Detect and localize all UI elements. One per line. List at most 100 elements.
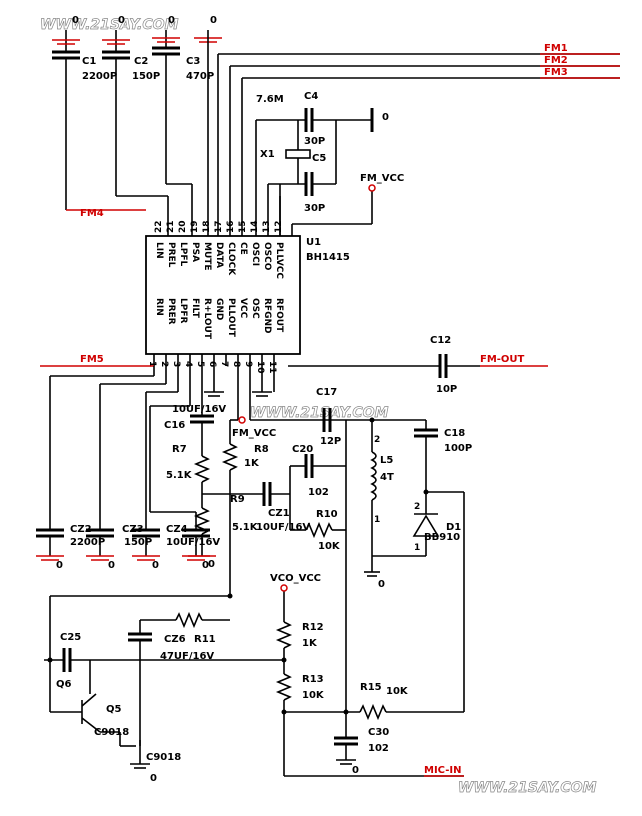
l5-pin-1: 1 bbox=[374, 515, 380, 525]
vco-vcc-terminal bbox=[280, 584, 288, 592]
ic-pin-name: DATA bbox=[214, 242, 224, 268]
net-mic-in: MIC-IN bbox=[424, 765, 461, 776]
c16-value: 10UF/16V bbox=[172, 404, 226, 415]
cz1-ref: CZ1 bbox=[268, 508, 290, 519]
ic-u1-ref: U1 bbox=[306, 237, 321, 248]
r8-value: 1K bbox=[244, 458, 260, 469]
net-fm3: FM3 bbox=[544, 67, 568, 78]
c3-ref: C3 bbox=[186, 56, 200, 67]
c1-value: 2200P bbox=[82, 71, 117, 82]
ic-pin-number: 8 bbox=[231, 361, 241, 367]
ground-label: 0 bbox=[72, 15, 79, 26]
r15-ref: R15 bbox=[360, 682, 382, 693]
c1-ref: C1 bbox=[82, 56, 96, 67]
capacitor-c1 bbox=[52, 30, 146, 211]
ic-pin-name: PLLVCC bbox=[274, 242, 284, 279]
ic-pin-name: CE bbox=[238, 242, 248, 255]
x1-value: 7.6M bbox=[256, 94, 284, 105]
ic-pin-name: OSCO bbox=[262, 242, 272, 271]
ic-bottom-pins: RIN1PRER2LPFR3FILT4R+LOUT5GND6PLLOUT7VCC… bbox=[147, 298, 284, 374]
ic-pin-number: 18 bbox=[202, 220, 212, 233]
r11-ref: R11 bbox=[194, 634, 216, 645]
ic-pin-name: R+LOUT bbox=[202, 298, 212, 340]
ic-pin-number: 20 bbox=[178, 220, 188, 233]
ic-pin-name: OSC bbox=[250, 298, 260, 319]
net-fm-vcc-top: FM_VCC bbox=[360, 173, 404, 184]
c12-ref: C12 bbox=[430, 335, 451, 346]
ground-label: 0 bbox=[378, 579, 385, 590]
ic-pin-name: RFOUT bbox=[274, 298, 284, 333]
ic-pin-name: CLOCK bbox=[226, 242, 236, 276]
ic-pin-number: 16 bbox=[226, 220, 236, 233]
cz4-value: 10UF/16V bbox=[166, 537, 220, 548]
ic-pin-name: RIN bbox=[154, 298, 164, 316]
d1-value: BB910 bbox=[424, 532, 460, 543]
ic-pin-name: GND bbox=[214, 298, 224, 320]
r10-value: 10K bbox=[318, 541, 341, 552]
ic-u1-body bbox=[145, 235, 301, 355]
q6-part: C9018 bbox=[94, 727, 129, 738]
r10-ref: R10 bbox=[316, 509, 338, 520]
fm-bus bbox=[217, 53, 620, 236]
ic-pin-number: 19 bbox=[190, 220, 200, 233]
r12-value: 1K bbox=[302, 638, 318, 649]
ic-pin-number: 3 bbox=[171, 361, 181, 367]
ic-pin-number: 13 bbox=[262, 220, 272, 233]
mic-amplifier bbox=[44, 590, 464, 777]
r15-value: 10K bbox=[386, 686, 409, 697]
d1-pin-2: 2 bbox=[414, 502, 420, 512]
net-fm-vcc-2: FM_VCC bbox=[232, 428, 276, 439]
ic-pin-name: LPFL bbox=[178, 242, 188, 266]
c20-ref: C20 bbox=[292, 444, 313, 455]
fm-vcc-terminal-2 bbox=[238, 416, 246, 424]
c30-ref: C30 bbox=[368, 727, 389, 738]
r9-value: 5.1K bbox=[232, 522, 259, 533]
cz2-value: 2200P bbox=[70, 537, 105, 548]
ground-symbols-top bbox=[52, 30, 222, 236]
ground-label: 0 bbox=[208, 559, 215, 570]
c5-value: 30P bbox=[304, 203, 325, 214]
ic-pin-number: 10 bbox=[255, 361, 265, 374]
c12-value: 10P bbox=[436, 384, 457, 395]
r13-value: 10K bbox=[302, 690, 325, 701]
lower-left-capacitors bbox=[36, 366, 210, 561]
ground-label: 0 bbox=[150, 773, 157, 784]
net-vco-vcc: VCO_VCC bbox=[270, 573, 321, 584]
junction-dot bbox=[227, 593, 233, 599]
r12-ref: R12 bbox=[302, 622, 324, 633]
d1-pin-1: 1 bbox=[414, 543, 420, 553]
ic-pin-number: 1 bbox=[147, 361, 157, 367]
ic-top-pins: 22LIN21PREL20LPFL19PSA18MUTE17DATA16CLOC… bbox=[154, 220, 284, 279]
r8-ref: R8 bbox=[254, 444, 269, 455]
c2-value: 150P bbox=[132, 71, 160, 82]
ic-pin-name: FILT bbox=[190, 298, 200, 319]
l5-value: 4T bbox=[380, 472, 394, 483]
ic-u1-part: BH1415 bbox=[306, 252, 350, 263]
cz6-value: 47UF/16V bbox=[160, 651, 214, 662]
junction-dot bbox=[369, 417, 375, 423]
q5-ref: Q5 bbox=[106, 704, 122, 715]
ground-label: 0 bbox=[352, 765, 359, 776]
ground-label: 0 bbox=[382, 112, 389, 123]
junction-dot bbox=[47, 657, 53, 663]
crystal-oscillator bbox=[255, 108, 374, 236]
ground-label: 0 bbox=[108, 560, 115, 571]
fm-vcc-terminal bbox=[368, 184, 376, 192]
cz3-ref: CZ3 bbox=[122, 524, 144, 535]
c20-value: 102 bbox=[308, 487, 329, 498]
ground-label: 0 bbox=[210, 15, 217, 26]
c20-r10 bbox=[289, 420, 347, 712]
ground-label: 0 bbox=[168, 15, 175, 26]
ic-pin-number: 21 bbox=[166, 220, 176, 233]
cz4-ref: CZ4 bbox=[166, 524, 188, 535]
capacitor-c3 bbox=[152, 30, 193, 236]
net-fm1: FM1 bbox=[544, 43, 568, 54]
watermark-top: WWW.21SAY.COM bbox=[40, 17, 179, 33]
ground-label: 0 bbox=[152, 560, 159, 571]
ic-pin-name: LIN bbox=[154, 242, 164, 259]
cz6-ref: CZ6 bbox=[164, 634, 186, 645]
ic-pin-name: RFGND bbox=[262, 298, 272, 333]
ic-pin-name: LPFR bbox=[178, 298, 188, 323]
c17-ref: C17 bbox=[316, 387, 337, 398]
